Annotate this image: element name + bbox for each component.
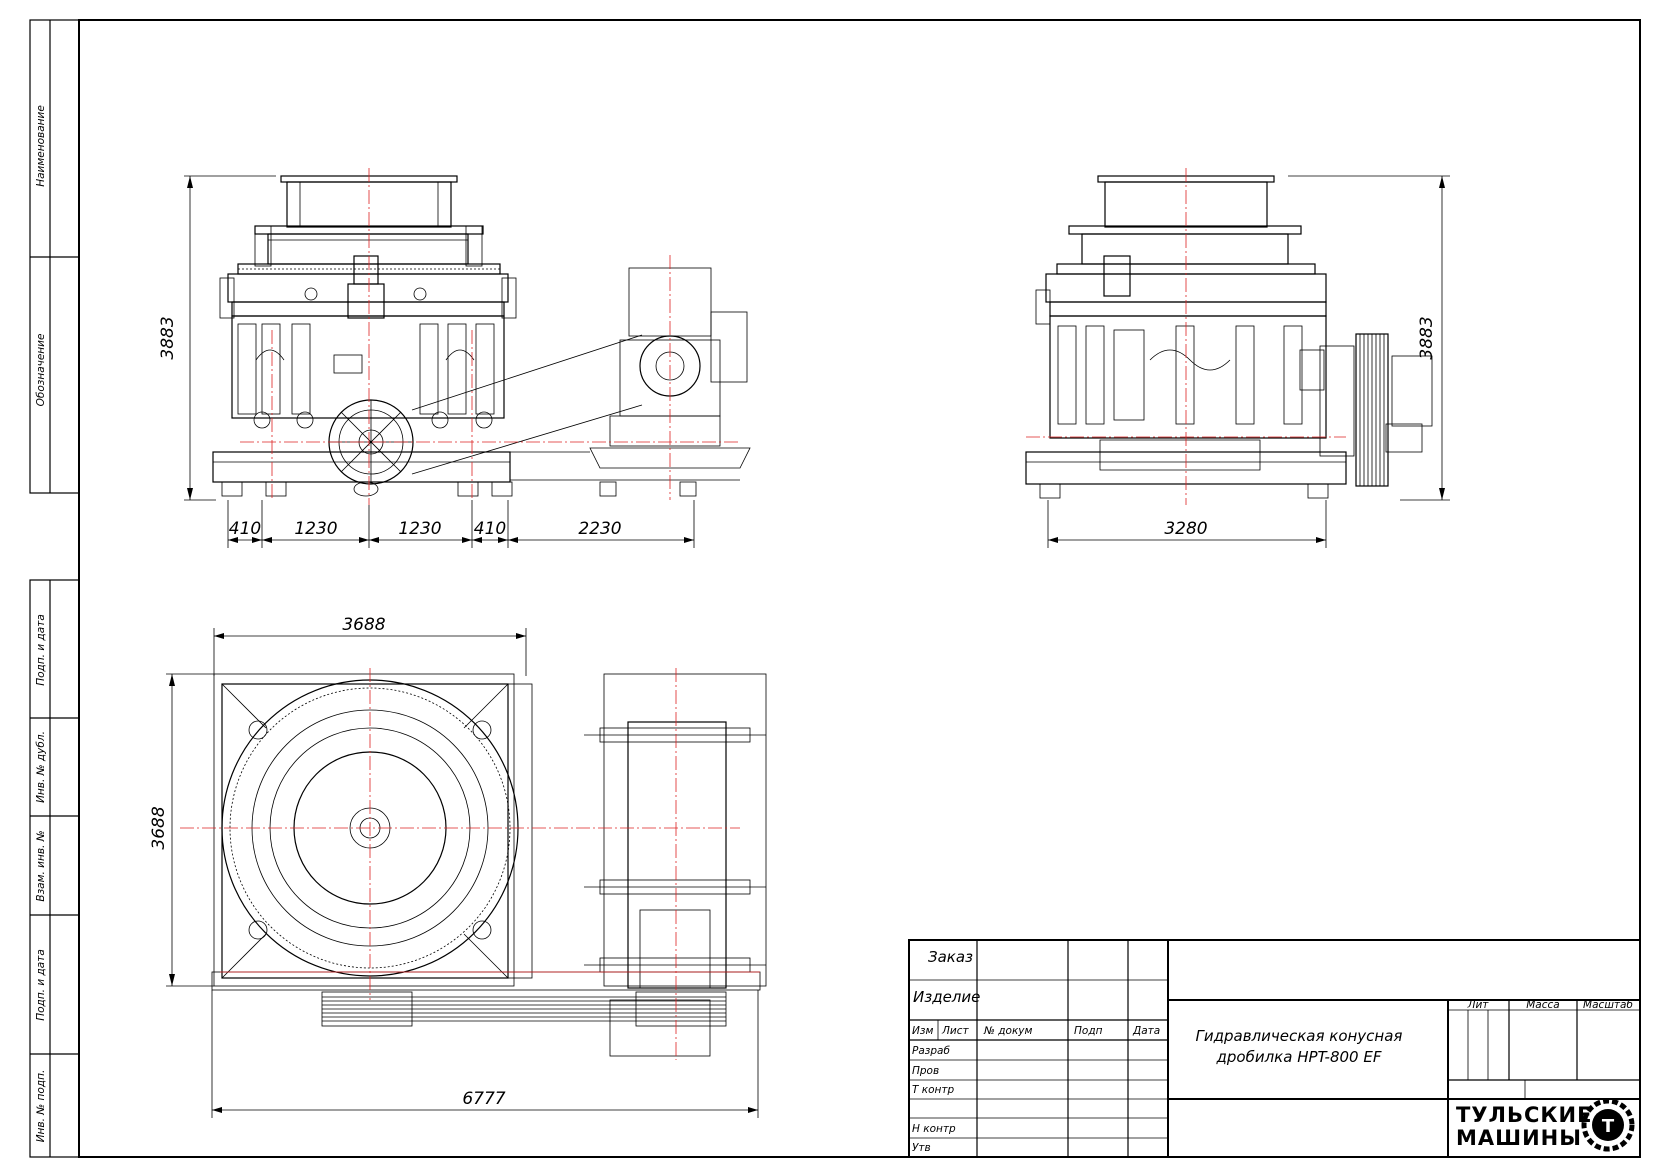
dim-side-height: 3883: [1417, 316, 1437, 359]
side-stamp-name: Наименование: [35, 105, 47, 187]
front-dimensions: 3883 410 1230 1230 410 2230: [158, 175, 695, 548]
dim-front-seg-5: 2230: [578, 519, 621, 539]
dim-front-seg-4: 410: [474, 519, 506, 539]
tb-order-label: Заказ: [928, 948, 973, 966]
tb-title-line2: дробилка HPT-800 EF: [1216, 1048, 1382, 1066]
tb-role-developer: Разраб: [912, 1045, 950, 1057]
dim-plan-width: 3688: [342, 615, 385, 635]
sheet-frame: [29, 19, 1641, 1158]
tb-title-line1: Гидравлическая конусная: [1196, 1027, 1403, 1045]
dim-front-seg-3: 1230: [398, 519, 441, 539]
side-stamp: Наименование Обозначение Подп. и дата Ин…: [35, 105, 47, 1142]
dim-front-seg-1: 410: [229, 519, 261, 539]
dim-front-height: 3883: [158, 316, 178, 359]
gear-logo-icon: Т: [1581, 1098, 1635, 1152]
side-stamp-replace-inv: Взам. инв. №: [35, 830, 47, 901]
plan-dimensions: 3688 3688 6777: [149, 615, 759, 1118]
front-view: [212, 168, 751, 505]
title-block: Заказ Изделие Изм Лист № докум Подп Дата…: [908, 939, 1641, 1158]
tb-header-change: Изм: [912, 1025, 933, 1037]
dim-front-seg-2: 1230: [294, 519, 337, 539]
side-dimensions: 3883 3280: [1047, 175, 1450, 548]
tb-col-scale: Масштаб: [1583, 999, 1633, 1011]
logo-line1: ТУЛЬСКИЕ: [1456, 1103, 1592, 1127]
logo-mark: Т: [1602, 1116, 1615, 1137]
tb-role-norm-control: Н контр: [912, 1123, 956, 1135]
tb-col-mass: Масса: [1526, 999, 1559, 1011]
tb-header-sheet: Лист: [941, 1025, 969, 1037]
side-stamp-sign-date-1: Подп. и дата: [35, 614, 47, 686]
tb-header-date: Дата: [1132, 1025, 1160, 1037]
side-stamp-inv-dup: Инв. № дубл.: [35, 731, 47, 803]
side-stamp-designation: Обозначение: [35, 334, 47, 407]
side-stamp-sign-date-2: Подп. и дата: [35, 949, 47, 1021]
tb-role-approver: Утв: [912, 1142, 931, 1154]
dim-side-width: 3280: [1164, 519, 1207, 539]
tb-product-label: Изделие: [913, 988, 980, 1006]
dim-plan-overall: 6777: [462, 1089, 505, 1109]
dim-plan-height: 3688: [149, 806, 169, 849]
tb-header-sign: Подп: [1074, 1025, 1103, 1037]
tb-col-lit: Лит: [1467, 999, 1490, 1011]
tb-role-tech-control: Т контр: [912, 1084, 954, 1096]
tb-header-docnum: № докум: [983, 1025, 1032, 1037]
plan-view: [180, 668, 767, 1060]
side-stamp-inv-orig: Инв. № подп.: [35, 1070, 47, 1143]
tb-role-checker: Пров: [912, 1065, 939, 1077]
side-view: [1025, 168, 1433, 505]
logo-line2: МАШИНЫ: [1456, 1126, 1582, 1150]
